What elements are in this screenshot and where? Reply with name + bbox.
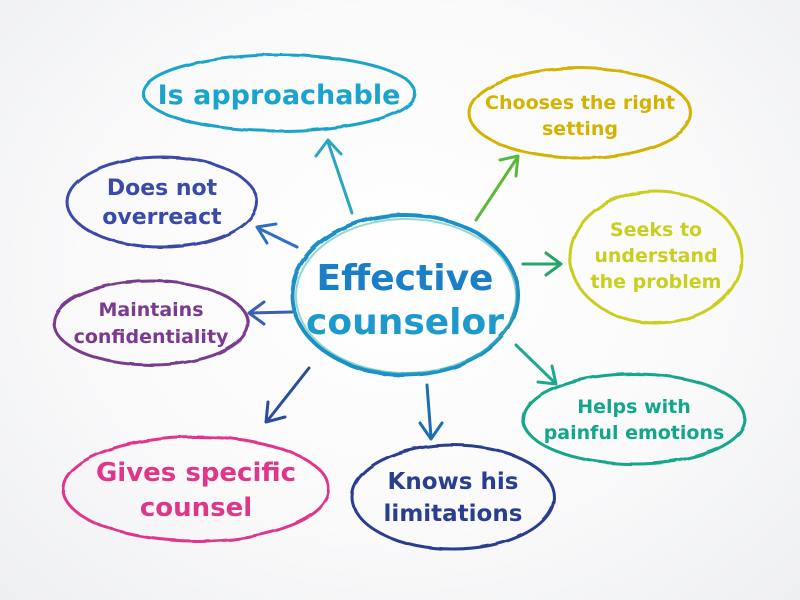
node-limitations: Knows his limitations <box>350 443 556 551</box>
arrow-to-overreact <box>255 222 299 249</box>
arrow-to-confidentiality <box>247 300 294 326</box>
node-specific-counsel-text-2: counsel <box>140 493 252 523</box>
node-right-setting: Chooses the right setting <box>467 66 693 160</box>
node-confidentiality-text-1: Maintains <box>98 299 203 321</box>
node-painful-emotions-text-1: Helps with <box>577 396 691 418</box>
node-right-setting-text-2: setting <box>542 118 618 140</box>
arrow-to-seeks-understand <box>521 251 563 277</box>
node-painful-emotions-text-2: painful emotions <box>544 422 725 444</box>
arrow-to-limitations <box>418 383 444 441</box>
node-limitations-text-2: limitations <box>384 501 523 527</box>
arrow-to-approachable <box>314 138 354 215</box>
node-seeks-understand-text-1: Seeks to <box>610 219 702 241</box>
node-approachable: Is approachable <box>141 53 417 133</box>
node-confidentiality: Maintains confidentiality <box>52 279 250 367</box>
center-node: Effective counselor <box>290 213 520 377</box>
node-right-setting-text-1: Chooses the right <box>485 92 675 114</box>
arrow-to-right-setting <box>474 154 520 222</box>
node-specific-counsel-text-1: Gives specific <box>96 458 296 488</box>
arrows <box>247 138 563 441</box>
arrow-to-painful-emotions <box>514 343 558 386</box>
node-seeks-understand-text-3: the problem <box>591 271 722 293</box>
node-confidentiality-text-2: confidentiality <box>74 326 229 348</box>
node-overreact-text-2: overreact <box>102 205 222 230</box>
node-limitations-text-1: Knows his <box>388 469 519 495</box>
center-title-line-1: Effective <box>317 258 494 299</box>
center-title-line-2: counselor <box>306 302 504 343</box>
node-approachable-text: Is approachable <box>158 80 401 111</box>
node-overreact-text-1: Does not <box>107 176 218 201</box>
node-overreact: Does not overreact <box>65 155 259 249</box>
node-seeks-understand: Seeks to understand the problem <box>568 189 744 325</box>
node-painful-emotions: Helps with painful emotions <box>521 372 747 466</box>
node-specific-counsel: Gives specific counsel <box>61 435 331 543</box>
node-seeks-understand-text-2: understand <box>594 245 717 267</box>
arrow-to-specific-counsel <box>264 366 311 424</box>
